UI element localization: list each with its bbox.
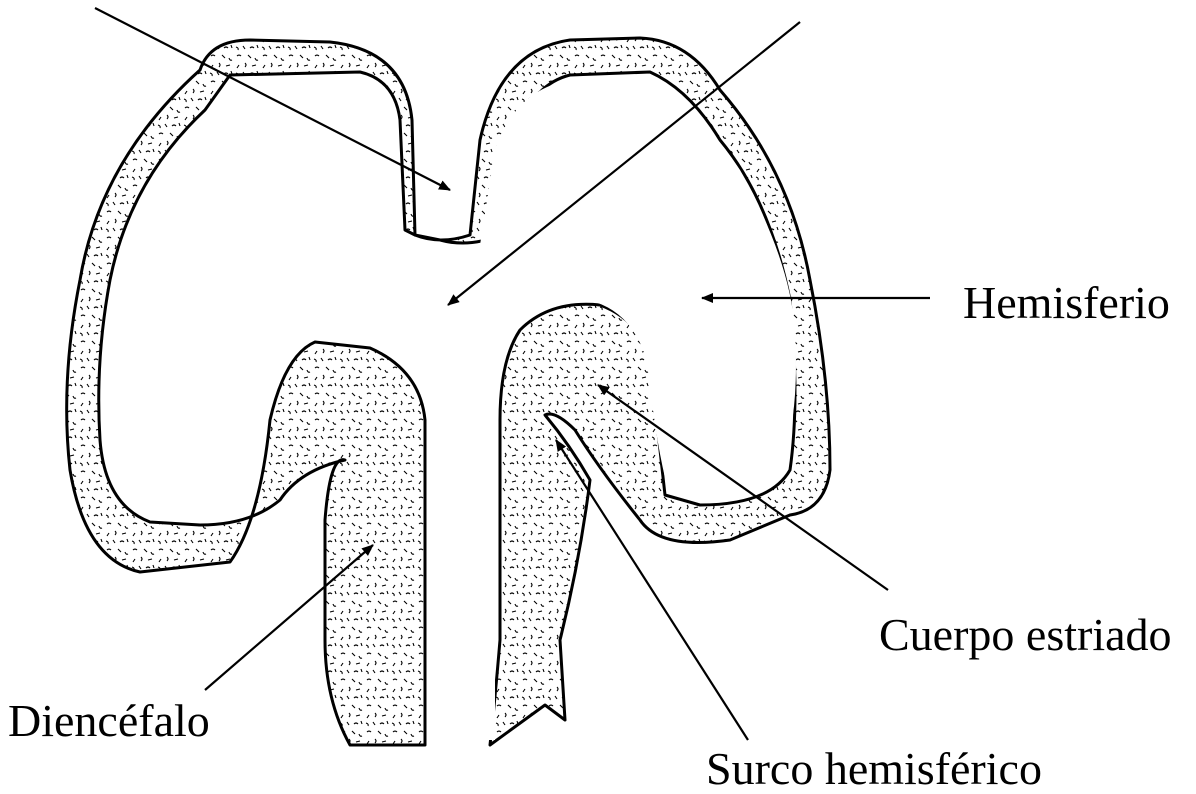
ventricle-cavity [108, 78, 796, 740]
label-cuerpo-estriado: Cuerpo estriado [879, 612, 1172, 658]
label-surco-hemisferico: Surco hemisférico [706, 746, 1042, 792]
label-diencefalo: Diencéfalo [8, 698, 210, 744]
label-hemisferio: Hemisferio [963, 280, 1170, 326]
